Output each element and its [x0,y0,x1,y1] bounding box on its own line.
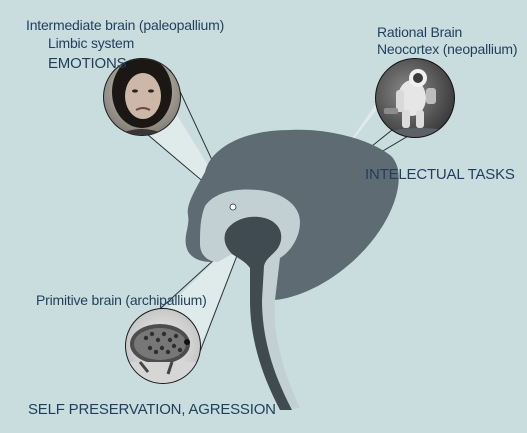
neocortex-label: Neocortex (neopallium) [377,41,517,58]
limbic-marker-dot [230,204,236,210]
primitive-brain-label: Primitive brain (archipallium) [36,292,207,309]
self-preservation-label: SELF PRESERVATION, AGRESSION [28,401,276,418]
limbic-system-label: Limbic system [48,35,134,52]
intellectual-tasks-label: INTELECTUAL TASKS [365,166,515,183]
lizard-photo [125,308,201,384]
intermediate-brain-label: Intermediate brain (paleopallium) [26,17,224,34]
emotions-label: EMOTIONS [48,55,126,72]
rational-brain-label: Rational Brain [377,24,462,41]
